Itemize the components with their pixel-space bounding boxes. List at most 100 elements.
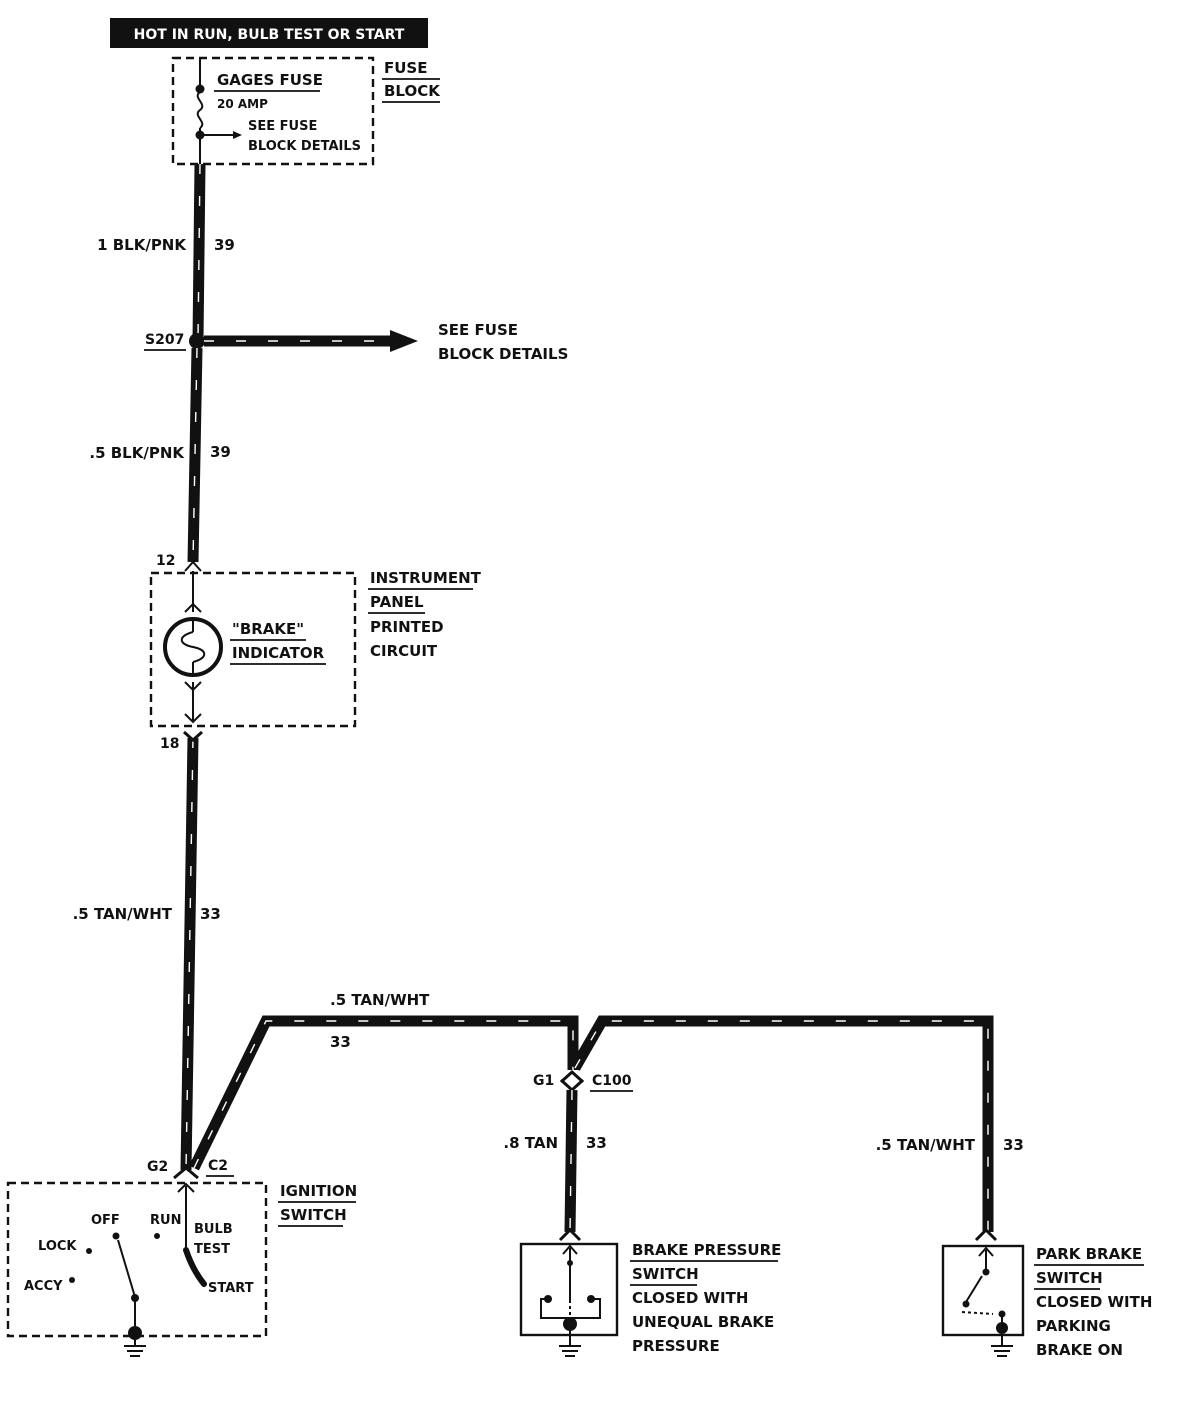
ignition-pos-bulb-line2: TEST: [194, 1242, 230, 1257]
bp-desc-line1: CLOSED WITH: [632, 1289, 748, 1307]
splice-note-line2: BLOCK DETAILS: [438, 345, 568, 363]
c100-pin: G1: [533, 1073, 554, 1089]
ip-label-line2: PANEL: [370, 593, 424, 611]
fuse-note-line1: SEE FUSE: [248, 119, 317, 134]
wire-mid-gauge-color: .5 BLK/PNK: [89, 444, 185, 462]
pb-label-line1: PARK BRAKE: [1036, 1245, 1142, 1263]
ignition-pos-start: START: [208, 1281, 254, 1296]
wire-upper: [192, 163, 206, 341]
bp-top-contact: [567, 1260, 573, 1266]
bp-ground-dot: [563, 1317, 577, 1331]
pb-connector-icon: [974, 1227, 998, 1242]
wire-top-run-right-stripe: [574, 1020, 989, 1232]
bp-ground-icon: [559, 1331, 581, 1357]
pb-label-line2: SWITCH: [1036, 1269, 1103, 1287]
ignition-pos-bulb-line1: BULB: [194, 1222, 233, 1237]
ignition-switch-boundary: [6, 1181, 268, 1338]
ip-socket-top-icon: [184, 602, 202, 613]
ignition-start-contact: [183, 1247, 207, 1287]
bp-label-line1: BRAKE PRESSURE: [632, 1241, 781, 1259]
ignition-pos-run: RUN: [150, 1213, 181, 1228]
pb-top-contact: [982, 1268, 990, 1276]
indicator-name-line2: INDICATOR: [232, 644, 325, 662]
ip-label-line4: CIRCUIT: [370, 642, 438, 660]
wire-top-run-gauge-color: .5 TAN/WHT: [330, 991, 430, 1009]
ip-label-line1: INSTRUMENT: [370, 569, 482, 587]
ip-connector-in-icon: [184, 560, 202, 572]
wire-mid-stripe: [192, 347, 198, 563]
header-title: HOT IN RUN, BULB TEST OR START: [134, 27, 405, 43]
ignition-connector: C2: [208, 1158, 228, 1174]
pb-return-path: [961, 1311, 994, 1315]
fuse-terminal-top: [195, 84, 205, 94]
bp-label-line2: SWITCH: [632, 1265, 699, 1283]
ignition-run-contact: [154, 1233, 160, 1239]
wire-upper-gauge-color: 1 BLK/PNK: [97, 236, 187, 254]
ignition-pos-accy: ACCY: [24, 1279, 63, 1294]
header-banner: [110, 18, 428, 48]
ip-label-line3: PRINTED: [370, 618, 444, 636]
bp-desc-line2: UNEQUAL BRAKE: [632, 1313, 774, 1331]
wire-upper-circuit: 39: [214, 236, 235, 254]
ignition-accy-contact: [69, 1277, 75, 1283]
wire-mid-circuit: 39: [210, 443, 231, 461]
ignition-label-line1: IGNITION: [280, 1182, 357, 1200]
ignition-connector-icon: [173, 1166, 199, 1180]
ignition-socket-icon: [177, 1182, 195, 1193]
ignition-pos-off: OFF: [91, 1213, 120, 1228]
pb-desc-line2: PARKING: [1036, 1317, 1111, 1335]
wire-top-run-left: [189, 1015, 579, 1171]
wire-brake-pressure-gauge-color: .8 TAN: [503, 1134, 558, 1152]
bulb-filament-icon: [180, 631, 206, 663]
ip-pin-out: 18: [160, 736, 179, 752]
wire-lower-circuit: 33: [200, 905, 221, 923]
park-brake-switch-box: [941, 1244, 1025, 1337]
pb-socket-icon: [978, 1246, 994, 1257]
wire-top-run-circuit: 33: [330, 1033, 351, 1051]
c100-connector-top-icon: [559, 1069, 585, 1084]
fuse-block-label-line1: FUSE: [384, 59, 427, 77]
bp-socket-icon: [562, 1244, 578, 1255]
pb-desc-line1: CLOSED WITH: [1036, 1293, 1152, 1311]
ignition-switch-blade: [117, 1239, 136, 1298]
fuse-note-line2: BLOCK DETAILS: [248, 139, 361, 154]
pb-desc-line3: BRAKE ON: [1036, 1341, 1123, 1359]
wire-park-brake-circuit: 33: [1003, 1136, 1024, 1154]
fuse-block-label-line2: BLOCK: [384, 82, 441, 100]
bp-desc-line3: PRESSURE: [632, 1337, 720, 1355]
wire-brake-pressure-stripe: [569, 1089, 573, 1233]
ip-connector-out-icon: [184, 713, 202, 724]
instrument-panel-boundary: [149, 571, 357, 728]
splice-s207-dot: [189, 333, 205, 349]
ignition-ground-icon: [124, 1338, 146, 1357]
bp-connector-icon: [558, 1227, 582, 1242]
ignition-ground-dot: [128, 1326, 142, 1340]
fuse-rating: 20 AMP: [217, 97, 268, 111]
pb-pivot: [962, 1300, 970, 1308]
fuse-block-boundary: [171, 56, 375, 166]
indicator-name-line1: "BRAKE": [232, 620, 304, 638]
ignition-pin: G2: [147, 1159, 168, 1175]
wire-top-run-right: [570, 1015, 994, 1232]
splice-note-line1: SEE FUSE: [438, 321, 518, 339]
splice-branch-arrow-icon: [390, 330, 418, 352]
pb-ground-icon: [991, 1334, 1013, 1357]
splice-id: S207: [145, 332, 184, 348]
fuse-element-icon: [196, 91, 204, 129]
wire-park-brake-gauge-color: .5 TAN/WHT: [876, 1136, 976, 1154]
fuse-note-arrow-icon: [233, 131, 242, 139]
wire-lower-gauge-color: .5 TAN/WHT: [73, 905, 173, 923]
ignition-lock-contact: [86, 1248, 92, 1254]
pb-ground-dot: [996, 1322, 1008, 1334]
ip-pin-in: 12: [156, 553, 175, 569]
pb-switch-blade: [965, 1275, 983, 1303]
ignition-off-contact: [112, 1232, 120, 1240]
ignition-pos-lock: LOCK: [38, 1239, 77, 1254]
c100-connector-bottom-icon: [559, 1078, 585, 1093]
c100-id: C100: [592, 1073, 632, 1089]
fuse-name: GAGES FUSE: [217, 71, 323, 89]
wire-brake-pressure-circuit: 33: [586, 1134, 607, 1152]
ignition-label-line2: SWITCH: [280, 1206, 347, 1224]
wire-lower-stripe: [185, 737, 194, 1171]
